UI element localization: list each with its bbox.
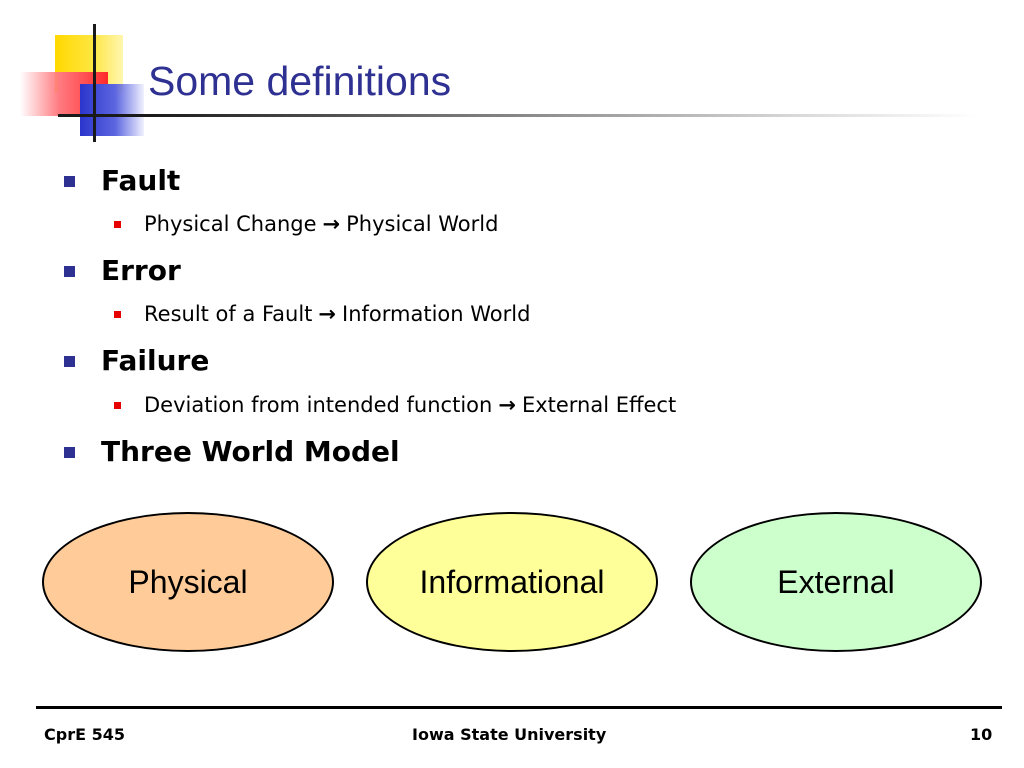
sub-bullet-before: Physical Change xyxy=(144,212,317,236)
world-ellipse-informational: Informational xyxy=(366,512,658,652)
sub-bullet-failure: Deviation from intended function→Externa… xyxy=(114,392,676,418)
sub-bullet-after: Physical World xyxy=(346,212,499,236)
sub-bullet-after: External Effect xyxy=(521,393,677,417)
square-bullet-icon xyxy=(64,355,75,367)
title-decoration-blue-square xyxy=(80,84,144,136)
square-bullet-icon xyxy=(114,220,121,228)
title-underline xyxy=(58,114,978,117)
world-ellipse-physical: Physical xyxy=(42,512,334,652)
bullet-error: Error xyxy=(64,254,181,288)
square-bullet-icon xyxy=(64,175,75,187)
sub-bullet-text: Result of a Fault→Information World xyxy=(144,301,530,327)
bullet-three-world-model: Three World Model xyxy=(64,435,400,469)
sub-bullet-after: Information World xyxy=(342,302,531,326)
sub-bullet-text: Physical Change→Physical World xyxy=(144,211,498,237)
world-label-physical: Physical xyxy=(128,563,248,600)
square-bullet-icon xyxy=(114,401,121,409)
right-arrow-icon: → xyxy=(318,302,337,326)
square-bullet-icon xyxy=(64,265,75,277)
bullet-label: Three World Model xyxy=(101,435,400,468)
sub-bullet-fault: Physical Change→Physical World xyxy=(114,211,498,237)
bullet-fault: Fault xyxy=(64,164,180,198)
right-arrow-icon: → xyxy=(322,212,341,236)
footer-university: Iowa State University xyxy=(412,725,607,744)
sub-bullet-before: Result of a Fault xyxy=(144,302,313,326)
slide-page-number: 10 xyxy=(970,725,993,744)
bullet-label: Error xyxy=(101,254,181,287)
footer-divider xyxy=(36,706,1002,709)
sub-bullet-error: Result of a Fault→Information World xyxy=(114,301,530,327)
square-bullet-icon xyxy=(64,446,75,458)
right-arrow-icon: → xyxy=(498,393,516,417)
world-label-external: External xyxy=(777,563,895,600)
slide-title: Some definitions xyxy=(148,58,452,104)
title-decoration-vertical-line xyxy=(93,24,96,142)
bullet-failure: Failure xyxy=(64,344,209,378)
world-ellipse-external: External xyxy=(690,512,982,652)
square-bullet-icon xyxy=(114,310,121,318)
bullet-label: Failure xyxy=(101,344,210,377)
world-label-informational: Informational xyxy=(419,563,605,600)
sub-bullet-before: Deviation from intended function xyxy=(144,393,493,417)
bullet-label: Fault xyxy=(101,164,181,197)
sub-bullet-text: Deviation from intended function→Externa… xyxy=(144,392,676,418)
footer-course: CprE 545 xyxy=(44,725,125,744)
